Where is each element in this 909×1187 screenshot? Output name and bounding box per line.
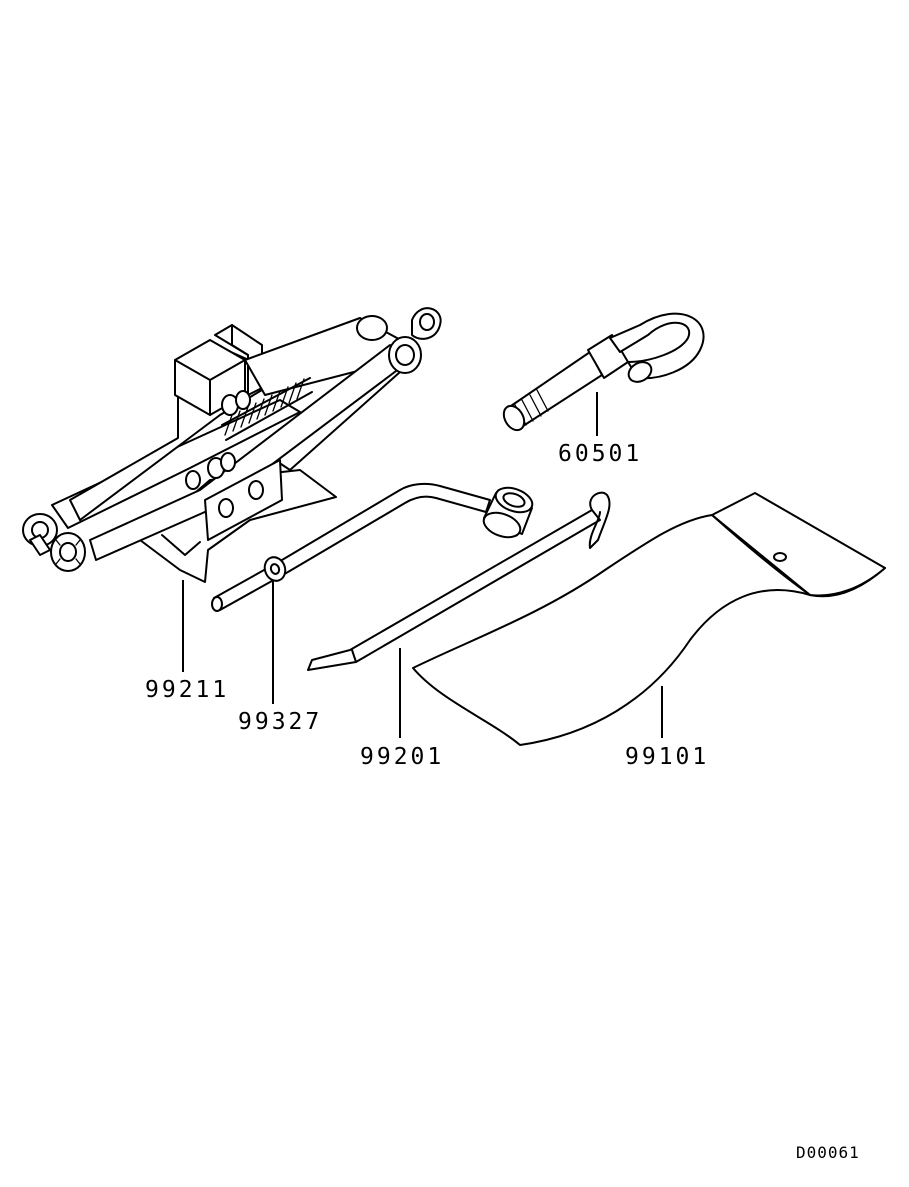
- part-number-jack: 99211: [145, 677, 229, 703]
- part-number-towing-hook: 60501: [558, 441, 642, 467]
- part-number-tool-bag: 99101: [625, 744, 709, 770]
- part-number-handle-bar: 99201: [360, 744, 444, 770]
- handle-bar[interactable]: [307, 491, 611, 671]
- washer[interactable]: [261, 554, 288, 583]
- diagram-code: D00061: [796, 1143, 860, 1162]
- jack[interactable]: [22, 307, 442, 583]
- wheel-brace[interactable]: [211, 482, 536, 612]
- towing-hook[interactable]: [500, 312, 705, 434]
- part-number-washer: 99327: [238, 709, 322, 735]
- jack-screw: [221, 377, 313, 441]
- tool-bag[interactable]: [412, 492, 886, 746]
- leader-lines: [182, 392, 663, 738]
